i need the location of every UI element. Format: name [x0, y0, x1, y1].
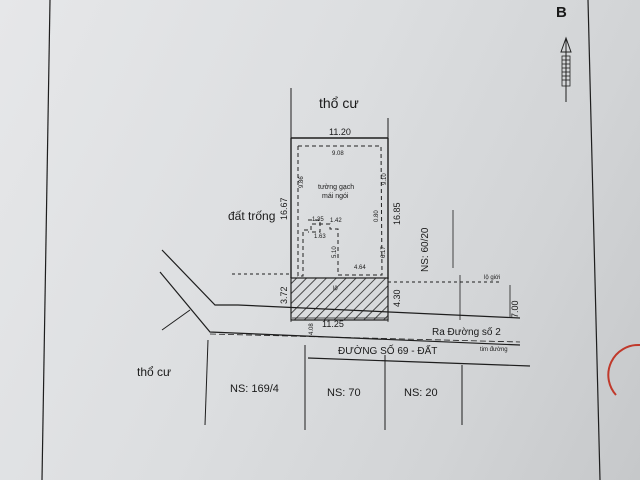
setback-line — [232, 210, 500, 320]
stamp-fragment — [607, 343, 640, 396]
east-house-number: NS: 60/20 — [420, 227, 431, 272]
notch-1-dim: 1.35 — [312, 217, 324, 223]
road-center-label: tim đường — [480, 347, 508, 353]
hatch-left-dim: 3.72 — [279, 286, 289, 304]
inner-top-dim: 9.08 — [332, 151, 344, 157]
inner-left-dim: 9.86 — [299, 176, 305, 188]
south-house-number-2: NS: 70 — [327, 387, 361, 399]
building-label-line1: tường gạch — [318, 184, 354, 191]
bottom-width-dim: 11.25 — [322, 319, 344, 329]
hatched-area — [290, 277, 389, 321]
south-house-number-3: NS: 20 — [404, 387, 438, 399]
inner-lower-right-dim: 6.17 — [381, 246, 387, 258]
road-out-label: Ra Đường số 2 — [432, 326, 501, 338]
inner-right-dim: 9.10 — [382, 173, 388, 185]
southwest-neighbor-label: thổ cư — [137, 365, 171, 379]
left-depth-dim: 16.67 — [279, 197, 289, 220]
building-outline — [297, 145, 383, 277]
road-offset-dim: 7.00 — [510, 300, 520, 318]
notch-side-dim: 0.80 — [374, 210, 380, 222]
sheet-letter: B — [556, 4, 567, 21]
hatched-area-label: lộ — [333, 286, 338, 292]
road-name-label: ĐƯỜNG SỐ 69 - ĐẤT — [338, 343, 437, 357]
inner-lower-left-dim: 5.10 — [332, 246, 338, 258]
right-depth-dim: 16.85 — [392, 202, 402, 225]
north-neighbor-label: thổ cư — [319, 95, 359, 111]
north-arrow-icon — [560, 36, 572, 102]
hatch-right-dim: 4.30 — [392, 289, 402, 307]
boundary-marker-label: lộ giới — [484, 275, 500, 281]
inner-bottom-dim: 4.64 — [354, 265, 366, 271]
building-label-line2: mái ngói — [322, 193, 349, 200]
south-house-number-1: NS: 169/4 — [230, 383, 279, 395]
below-left-dim: 4.08 — [309, 323, 315, 335]
top-width-dim: 11.20 — [329, 127, 351, 137]
dimension-lines — [290, 308, 389, 322]
notch-2-dim: 1.42 — [330, 218, 342, 224]
road-lines — [159, 249, 531, 430]
notch-3-dim: 1.63 — [314, 234, 326, 240]
page-frame — [41, 0, 601, 480]
west-neighbor-label: đất trống — [228, 209, 275, 223]
